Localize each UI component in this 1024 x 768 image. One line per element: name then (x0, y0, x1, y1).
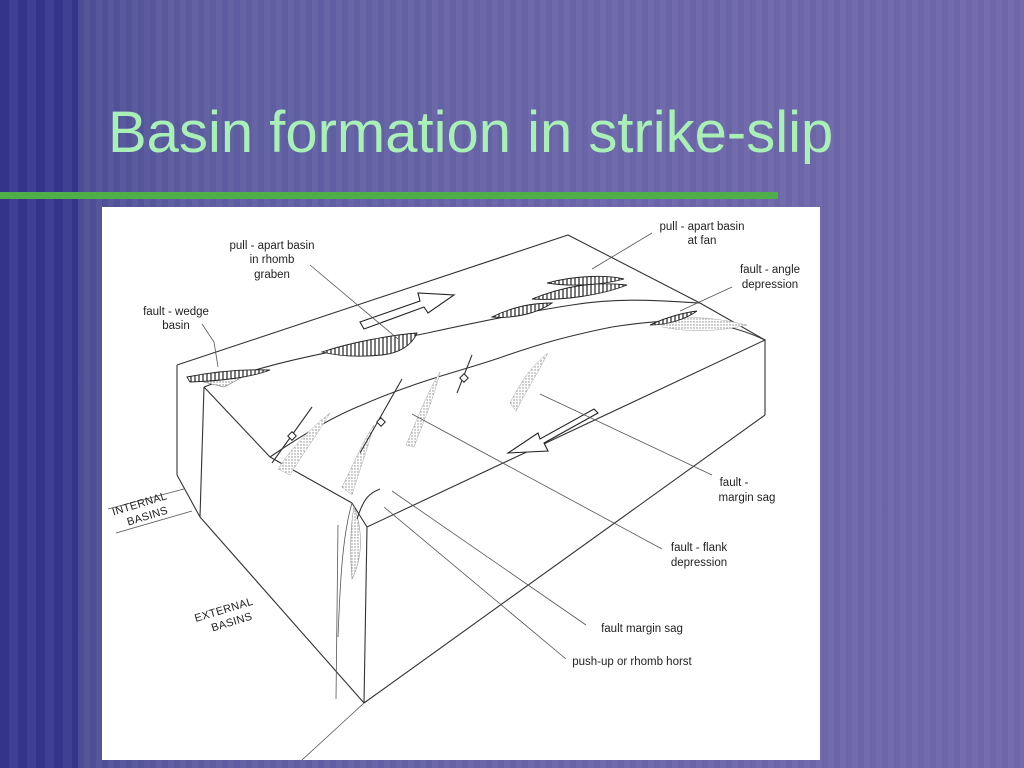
strike-slip-block-diagram: pull - apart basin in rhomb graben pull … (107, 221, 800, 760)
hatched-basins (186, 275, 698, 383)
label-fault-margin-sag: fault margin sag (601, 623, 683, 635)
label-push-up-rhomb-horst: push-up or rhomb horst (572, 656, 692, 668)
block-diagram-panel: pull - apart basin in rhomb graben pull … (102, 207, 820, 760)
label-pull-apart-rhomb-2: in rhomb (250, 254, 295, 266)
label-fault-wedge-2: basin (162, 320, 190, 332)
slide-left-band (0, 0, 78, 768)
label-fault-wedge-1: fault - wedge (143, 306, 209, 318)
slide-title: Basin formation in strike-slip (108, 100, 834, 165)
basin-region-markers (107, 488, 193, 534)
label-fault-margin-sag-right-1: fault - (720, 477, 749, 489)
label-fault-angle-2: depression (742, 279, 798, 291)
leader-lines (201, 232, 733, 660)
label-pull-apart-fan-1: pull - apart basin (659, 221, 744, 233)
diagram-labels: pull - apart basin in rhomb graben pull … (111, 221, 800, 668)
block-outline (176, 234, 766, 760)
label-fault-margin-sag-right-2: margin sag (719, 492, 776, 504)
label-fault-flank-1: fault - flank (671, 542, 727, 554)
label-fault-angle-1: fault - angle (740, 264, 800, 276)
shaded-depressions (191, 317, 748, 581)
slip-arrows (359, 292, 599, 454)
label-pull-apart-rhomb-1: pull - apart basin (229, 240, 314, 252)
label-pull-apart-rhomb-3: graben (254, 269, 290, 281)
fault-symbols (271, 354, 473, 520)
title-underline (0, 192, 778, 199)
label-fault-flank-2: depression (671, 557, 727, 569)
label-pull-apart-fan-2: at fan (688, 235, 717, 247)
